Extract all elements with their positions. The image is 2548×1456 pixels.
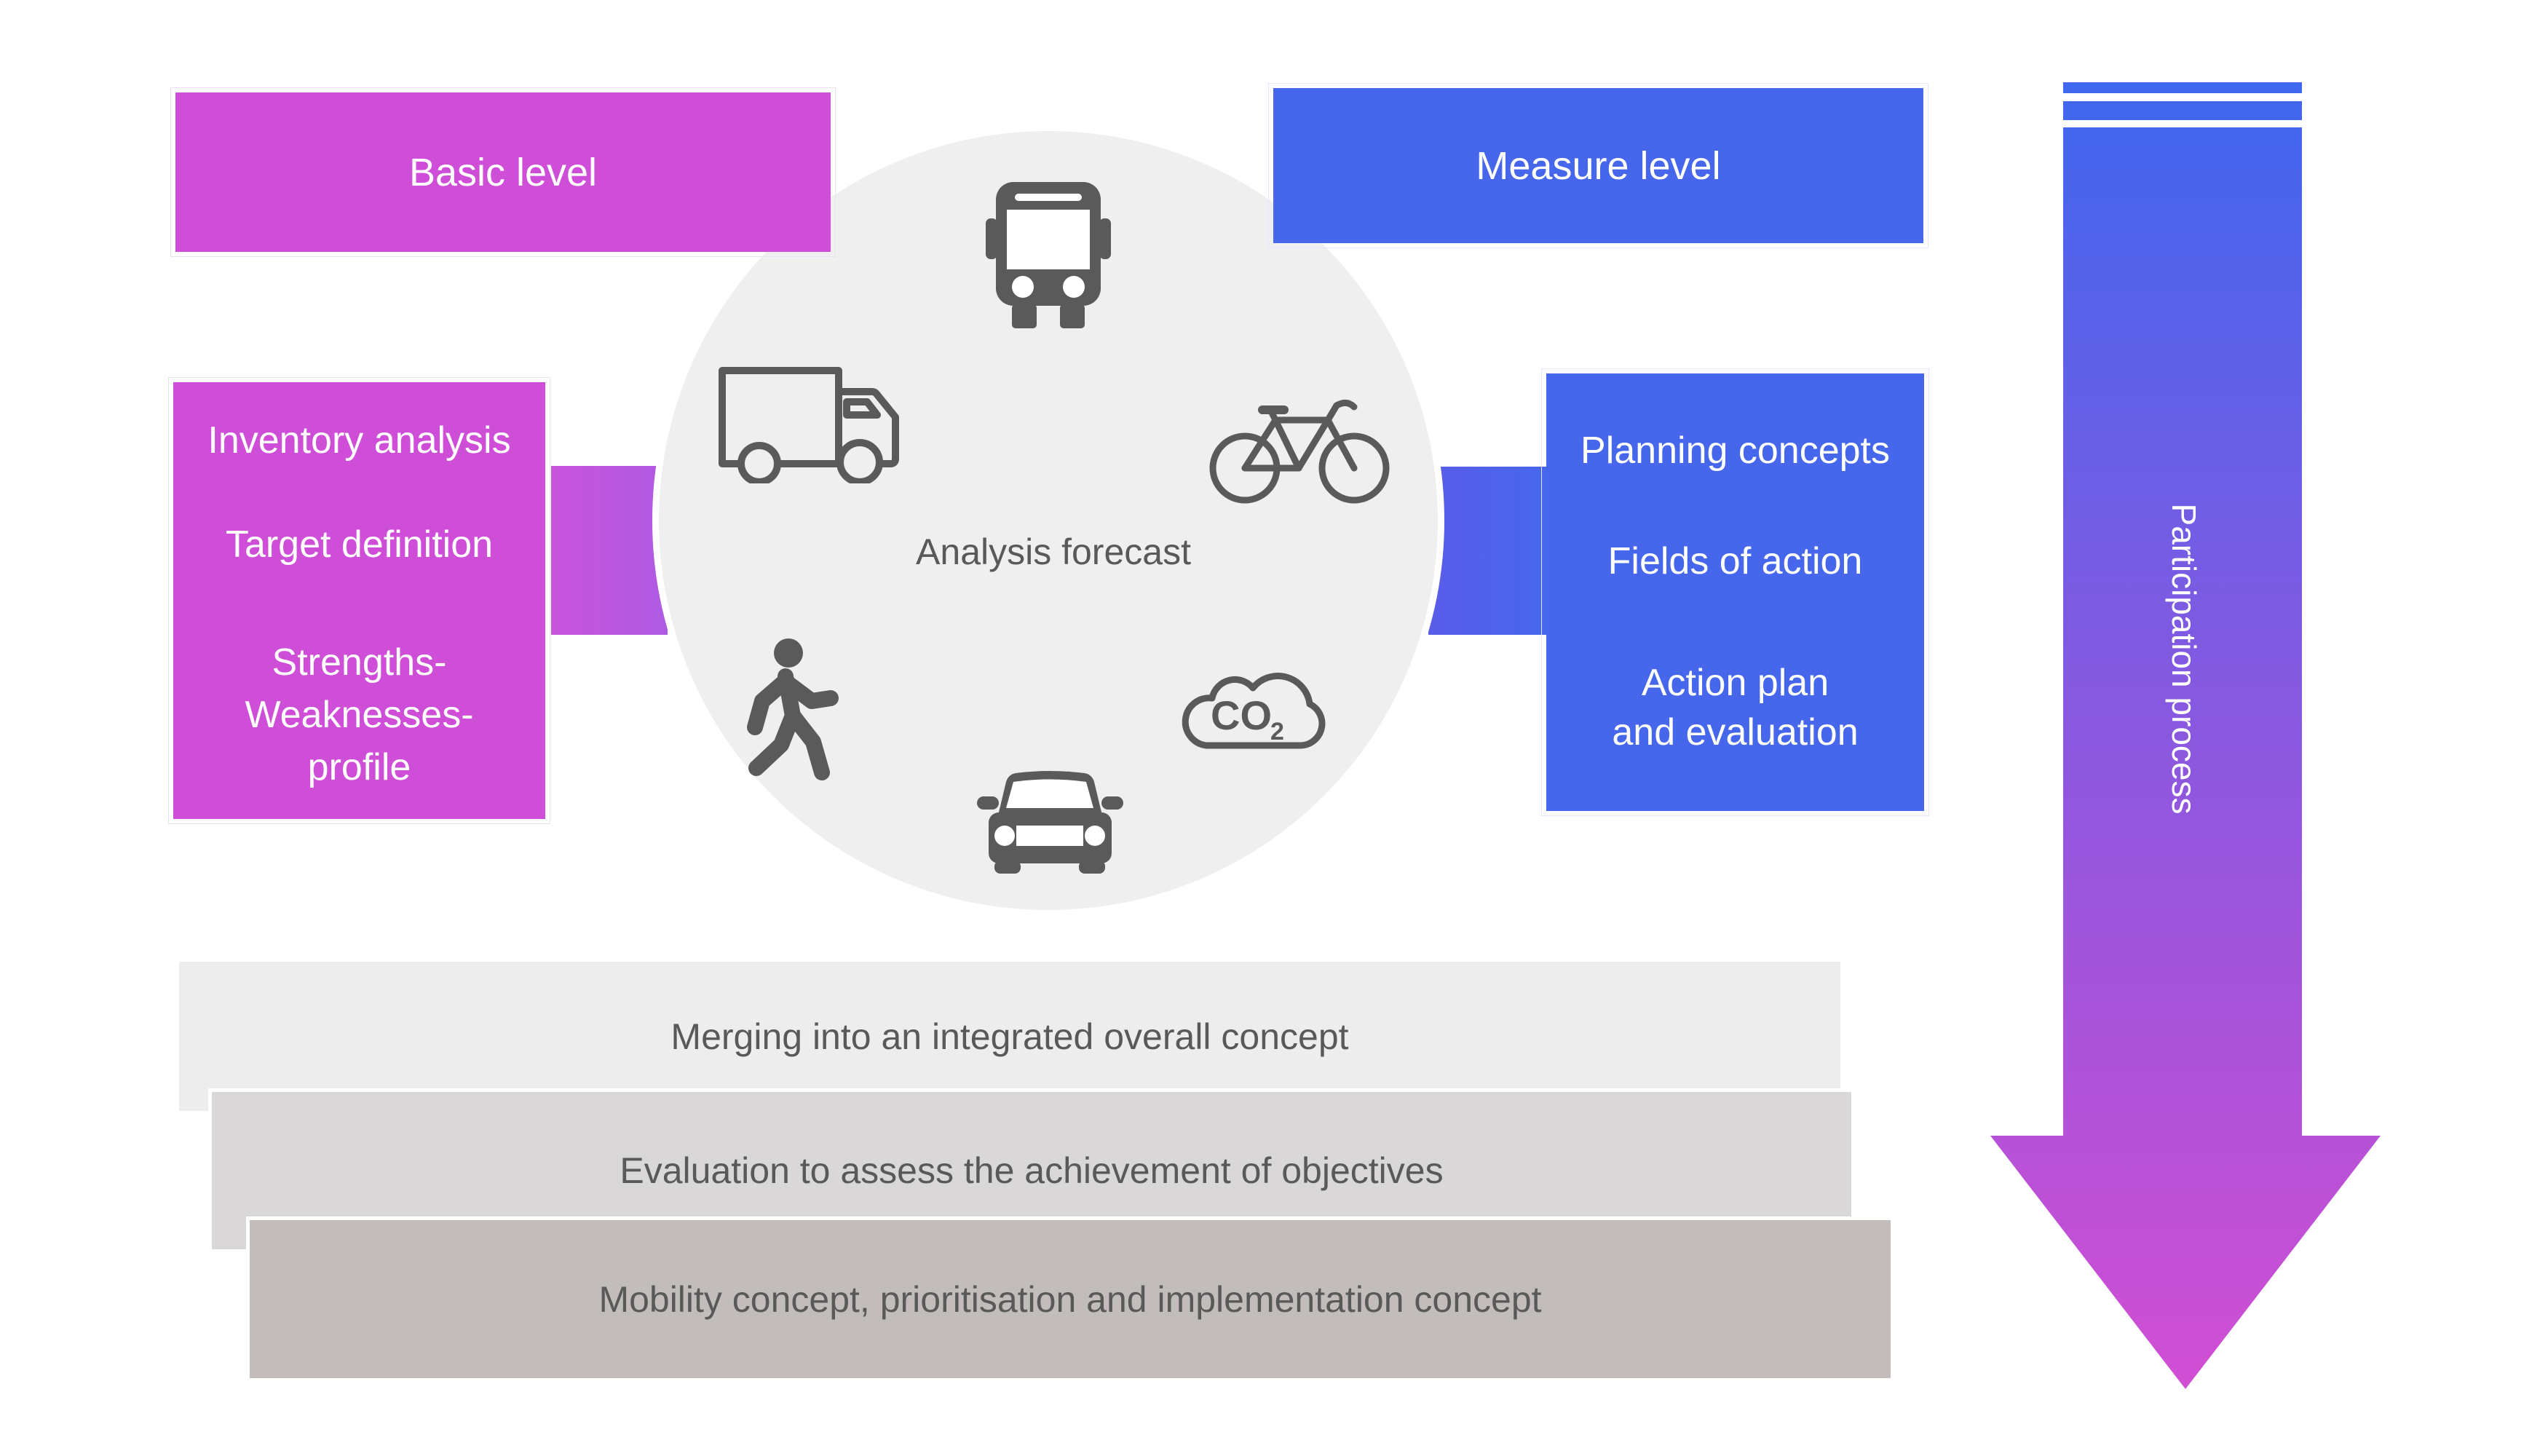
action-plan-evaluation-label: Action plan and evaluation xyxy=(1612,662,1859,753)
arrow-head xyxy=(1990,1136,2381,1389)
co2-subscript: 2 xyxy=(1270,718,1284,745)
car-icon xyxy=(977,771,1123,874)
target-definition-label: Target definition xyxy=(225,523,494,566)
mobility-concept-bar: Mobility concept, prioritisation and imp… xyxy=(246,1216,1894,1382)
bicycle-icon xyxy=(1209,400,1390,504)
participation-process-label: Participation process xyxy=(2165,503,2203,815)
fields-of-action-label: Fields of action xyxy=(1607,540,1863,582)
co2-cloud-icon: CO 2 xyxy=(1182,673,1326,749)
basic-level-label: Basic level xyxy=(408,150,598,194)
pedestrian-icon xyxy=(747,638,839,780)
evaluation-objectives-label: Evaluation to assess the achievement of … xyxy=(620,1150,1444,1191)
arrow-stripe-2 xyxy=(2063,101,2302,120)
measure-level-label: Measure level xyxy=(1476,143,1721,188)
planning-concepts-label: Planning concepts xyxy=(1580,430,1890,472)
participation-arrow xyxy=(1990,82,2381,1389)
measure-level-box: Measure level xyxy=(1268,83,1928,248)
truck-icon xyxy=(719,367,899,483)
analysis-forecast-circle: CO 2 Analysis forecast xyxy=(659,131,1438,910)
arrow-stripe-1 xyxy=(2063,82,2302,93)
basic-level-panel: Inventory analysis Target definition Str… xyxy=(168,377,550,824)
strengths-weaknesses-profile-label: Strengths- Weaknesses- profile xyxy=(245,641,474,788)
analysis-forecast-label: Analysis forecast xyxy=(916,531,1191,572)
right-connector xyxy=(1428,467,1546,635)
basic-level-box: Basic level xyxy=(170,87,836,257)
left-connector xyxy=(551,466,668,635)
mobility-concept-label: Mobility concept, prioritisation and imp… xyxy=(598,1278,1542,1320)
bus-icon xyxy=(986,182,1111,328)
inventory-analysis-label: Inventory analysis xyxy=(207,419,511,462)
arrow-shaft xyxy=(2063,127,2302,1136)
co2-text: CO xyxy=(1211,692,1272,738)
measure-level-panel: Planning concepts Fields of action Actio… xyxy=(1541,368,1929,816)
merging-concept-label: Merging into an integrated overall conce… xyxy=(670,1016,1349,1057)
